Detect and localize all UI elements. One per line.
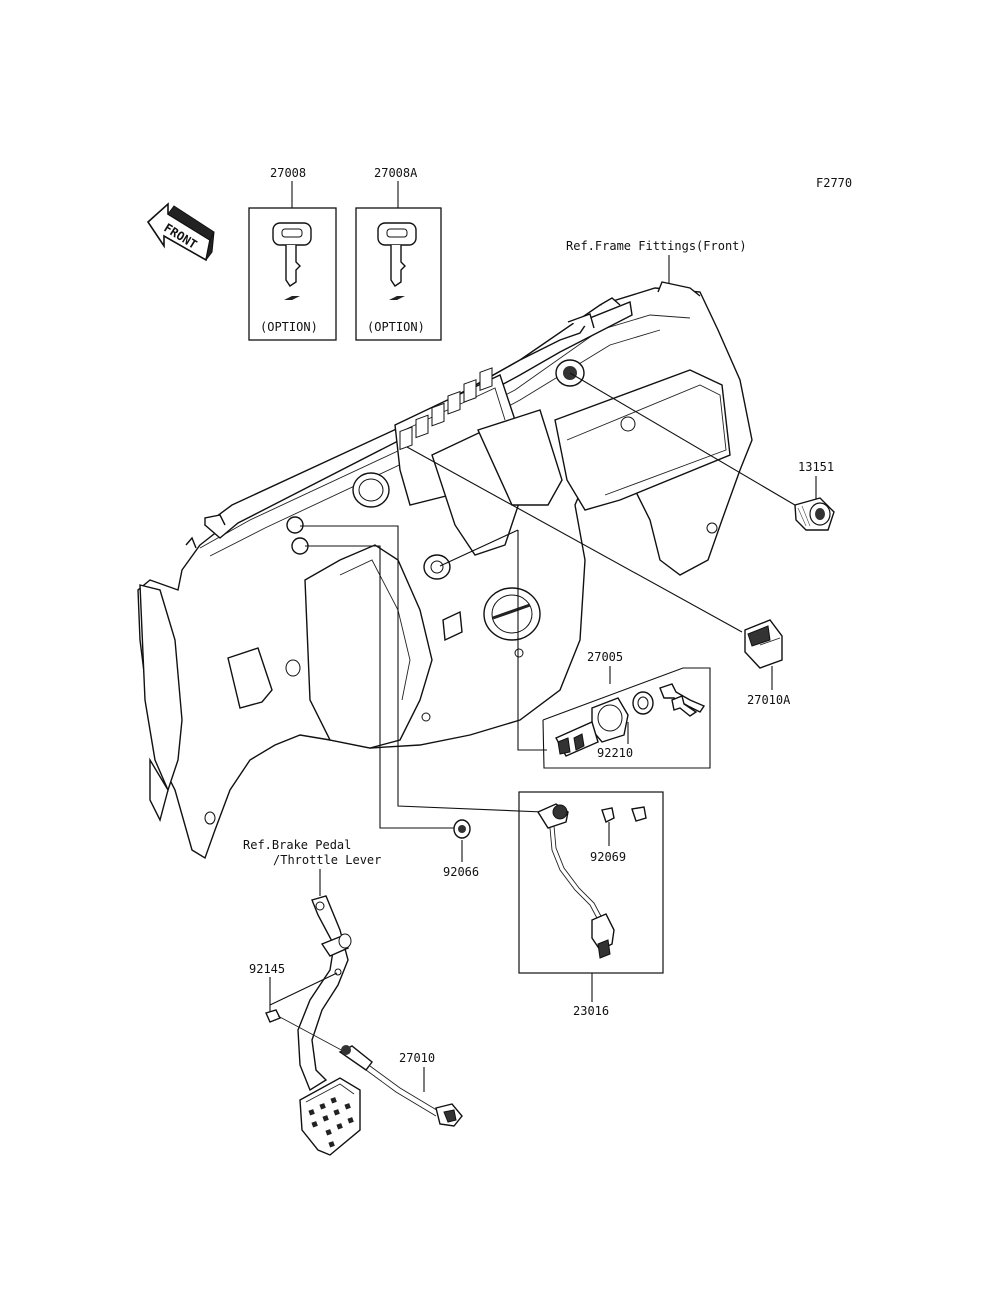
part-label-23016: 23016	[573, 1004, 609, 1018]
key-27008: 27008 (OPTION)	[248, 166, 337, 341]
part-label-27010a: 27010A	[747, 693, 791, 707]
switch-27010a: 27010A	[744, 619, 791, 707]
part-label-92210: 92210	[597, 746, 633, 760]
part-label-27008a: 27008A	[374, 166, 418, 180]
front-arrow-icon: FRONT	[146, 202, 215, 262]
part-label-92066: 92066	[443, 865, 479, 879]
indicator-lights	[399, 367, 493, 451]
lead-assembly-23016: 92069 23016	[518, 791, 664, 1018]
ref-throttle-lever: /Throttle Lever	[273, 853, 381, 867]
key-icon	[377, 222, 417, 300]
brake-pedal	[297, 895, 361, 1156]
spring-92145: 92145	[249, 962, 346, 1053]
nut-92066: 92066	[443, 819, 479, 879]
ref-brake-pedal: Ref.Brake Pedal	[243, 838, 351, 852]
part-label-92145: 92145	[249, 962, 285, 976]
part-label-27008: 27008	[270, 166, 306, 180]
socket-13151: 13151	[794, 460, 835, 531]
key-icon	[272, 222, 312, 300]
part-label-27010: 27010	[399, 1051, 435, 1065]
figure-code: F2770	[816, 176, 852, 190]
ignition-switch-27005: 27005 92210	[542, 650, 711, 769]
part-label-92069: 92069	[590, 850, 626, 864]
option-label-27008a: (OPTION)	[367, 320, 425, 334]
part-label-13151: 13151	[798, 460, 834, 474]
key-27008a: 27008A (OPTION)	[355, 166, 442, 341]
ref-frame-fittings: Ref.Frame Fittings(Front)	[566, 239, 747, 253]
option-label-27008: (OPTION)	[260, 320, 318, 334]
leader-lines	[300, 372, 801, 829]
part-label-27005: 27005	[587, 650, 623, 664]
brake-switch-27010: 27010	[338, 1045, 463, 1127]
dashboard-panel	[137, 281, 753, 860]
